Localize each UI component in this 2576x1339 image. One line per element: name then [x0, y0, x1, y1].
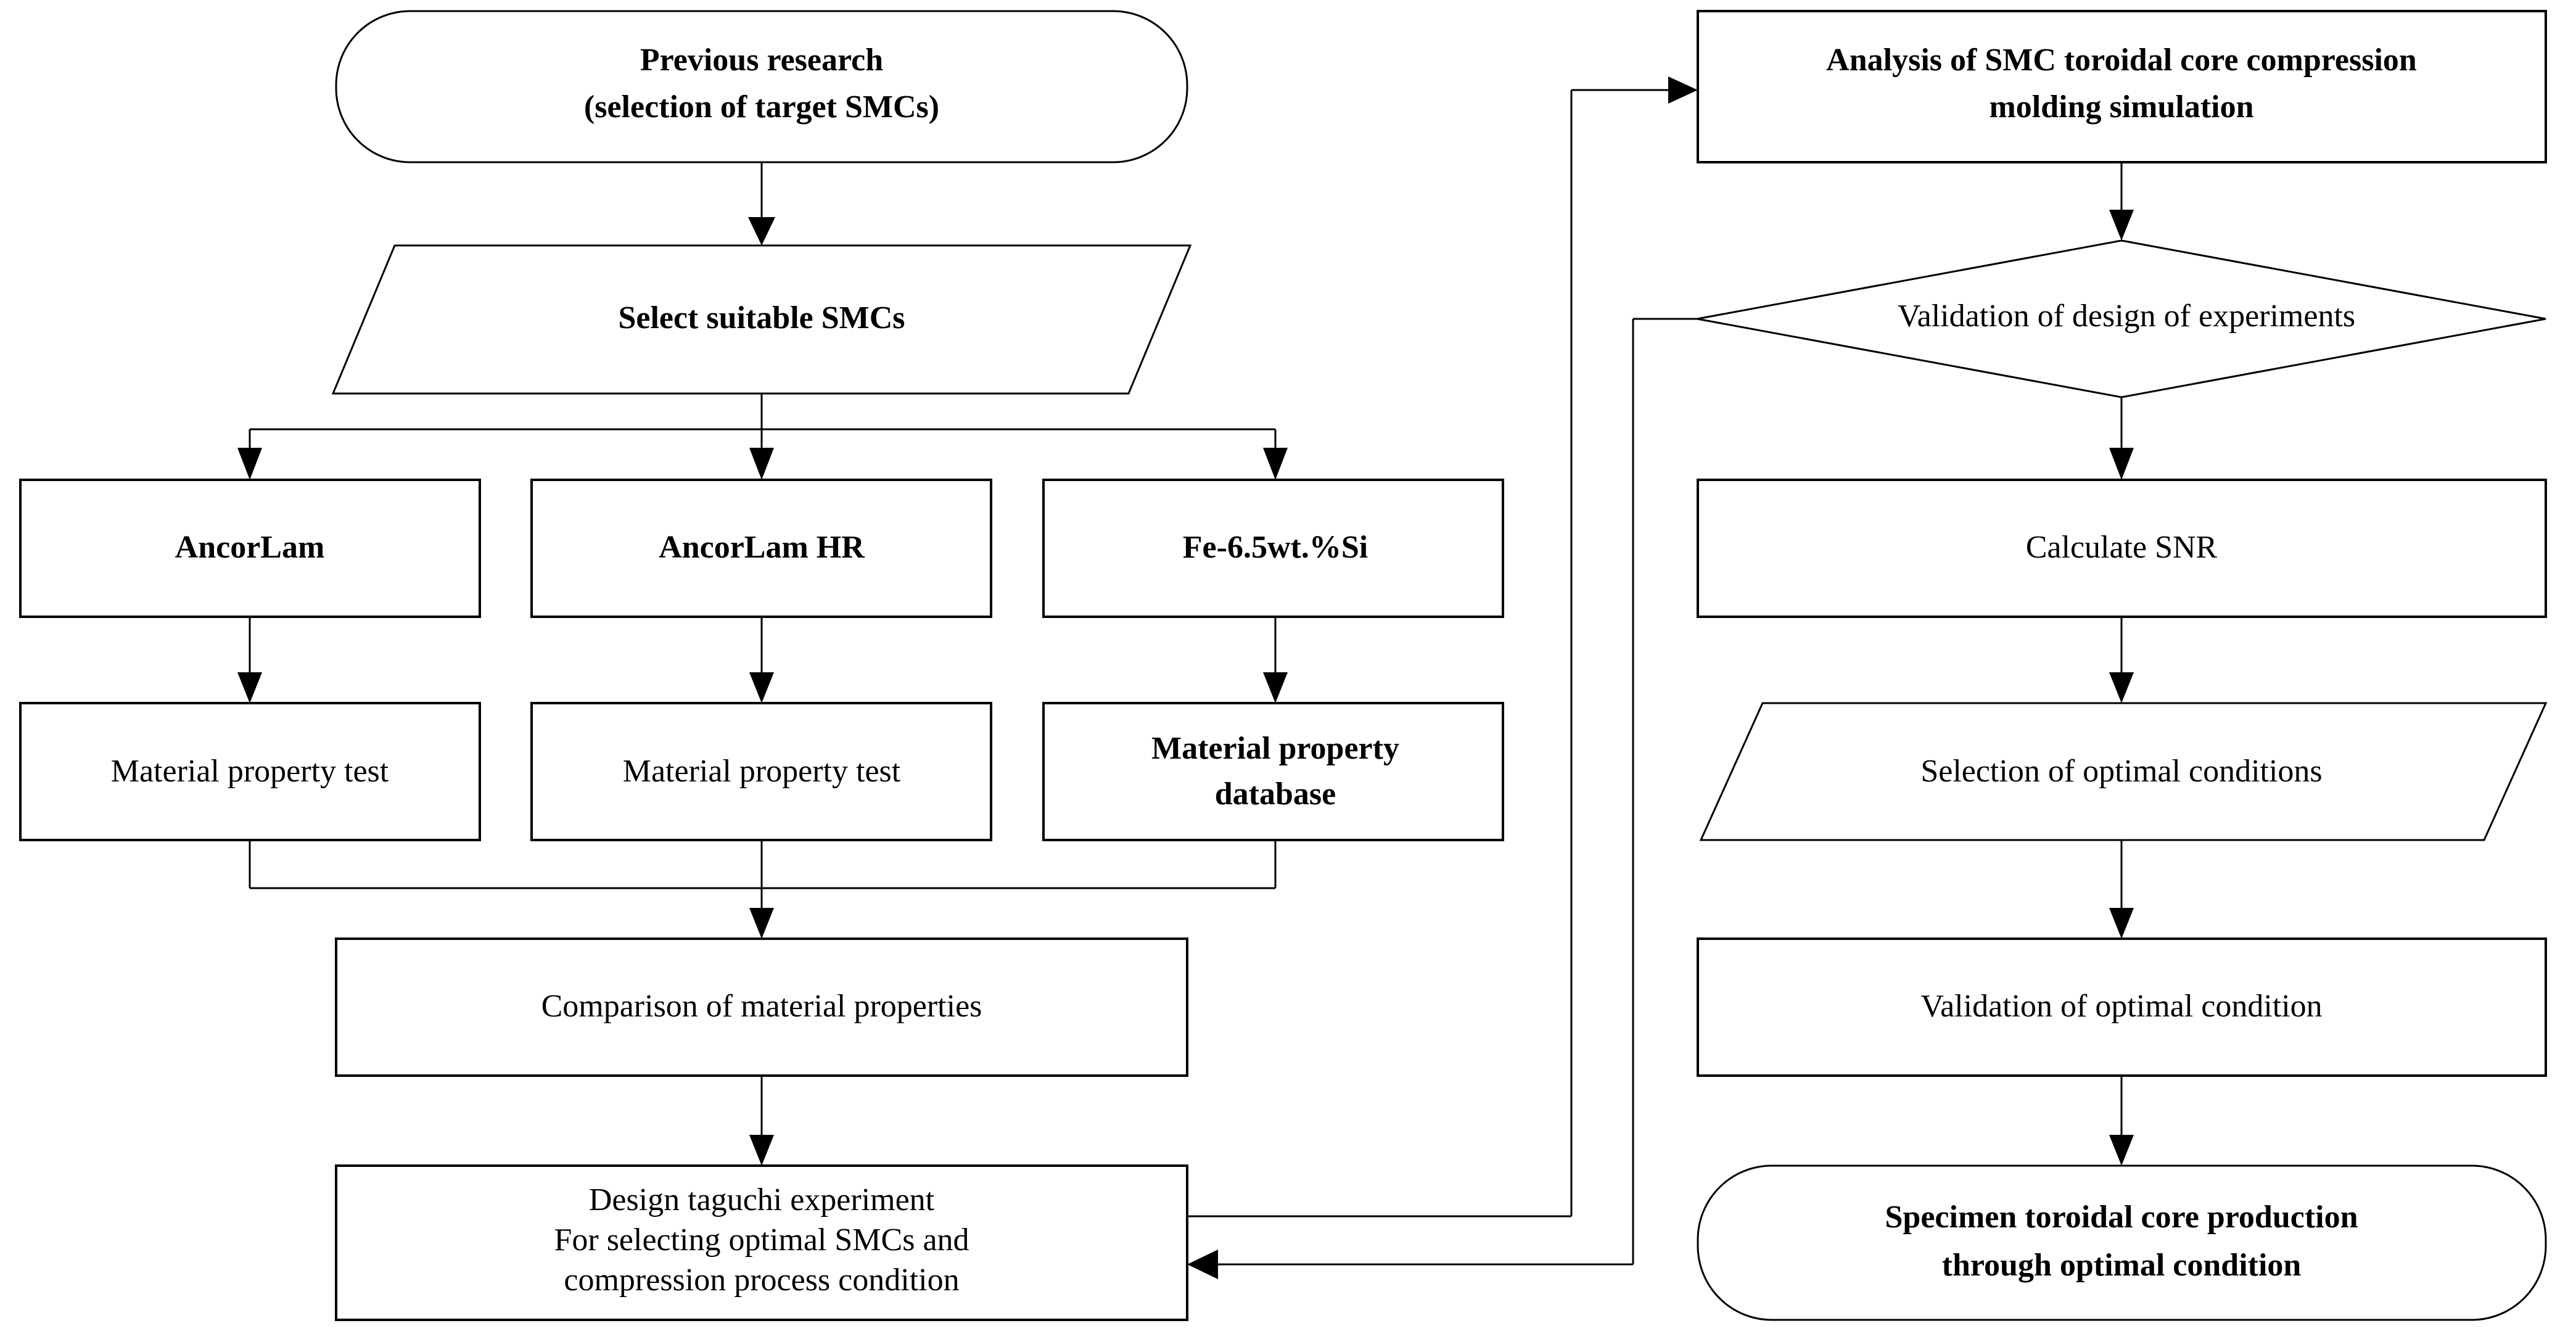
select-suitable-smcs-label: Select suitable SMCs: [618, 300, 905, 336]
validation-doe-label: Validation of design of experiments: [1898, 299, 2355, 334]
connector-previous-to-select: [748, 162, 775, 245]
design-taguchi-label-line2: For selecting optimal SMCs and: [554, 1222, 969, 1258]
node-ancorlam[interactable]: AncorLam: [19, 479, 481, 618]
material-property-database-shape: [1042, 702, 1504, 841]
connector-validation-opt-to-specimen: [2109, 1076, 2134, 1166]
node-design-taguchi-experiment[interactable]: Design taguchi experiment For selecting …: [335, 1164, 1188, 1321]
connector-merge-bus: [249, 840, 1277, 939]
previous-research-label-line1: Previous research: [640, 43, 883, 78]
connector-ancorlamhr-to-test2: [749, 617, 774, 703]
material-property-test-1-label: Material property test: [111, 754, 389, 789]
node-material-property-database[interactable]: Material property database: [1042, 702, 1504, 841]
connector-comparison-to-taguchi: [749, 1076, 774, 1166]
specimen-production-shape: [1697, 1164, 2547, 1321]
specimen-production-label-line2: through optimal condition: [1942, 1248, 2302, 1283]
node-material-property-test-2[interactable]: Material property test: [530, 702, 992, 841]
connector-snr-to-selection: [2109, 617, 2134, 703]
material-property-test-2-label: Material property test: [623, 754, 901, 789]
analysis-simulation-label-line1: Analysis of SMC toroidal core compressio…: [1826, 43, 2417, 78]
ancorlam-hr-label: AncorLam HR: [659, 530, 865, 565]
ancorlam-shape: [19, 479, 481, 618]
node-material-property-test-1[interactable]: Material property test: [19, 702, 481, 841]
design-taguchi-experiment-shape: [335, 1164, 1188, 1321]
node-comparison-material-properties[interactable]: Comparison of material properties: [335, 937, 1188, 1077]
connector-selection-to-validation-opt: [2109, 840, 2134, 939]
connector-ancorlam-to-test1: [237, 617, 262, 703]
connector-fesi-to-database: [1263, 617, 1288, 703]
material-property-database-label-line1: Material property: [1151, 731, 1399, 766]
connector-validation-to-snr: [2109, 397, 2134, 480]
ancorlam-label: AncorLam: [175, 530, 325, 565]
connector-validation-to-taguchi: [1187, 318, 1697, 1279]
node-select-suitable-smcs[interactable]: Select suitable SMCs: [331, 244, 1192, 395]
node-ancorlam-hr[interactable]: AncorLam HR: [530, 479, 992, 618]
node-validation-optimal-condition[interactable]: Validation of optimal condition: [1697, 937, 2547, 1077]
connector-split-bus: [237, 393, 1288, 480]
connector-analysis-to-validation: [2109, 162, 2134, 241]
calculate-snr-shape: [1697, 479, 2547, 618]
node-calculate-snr[interactable]: Calculate SNR: [1697, 479, 2547, 618]
connector-taguchi-to-analysis: [1187, 76, 1698, 1217]
select-suitable-smcs-shape: [331, 244, 1192, 395]
node-fe-65-wt-si[interactable]: Fe-6.5wt.%Si: [1042, 479, 1504, 618]
selection-optimal-conditions-label: Selection of optimal conditions: [1920, 754, 2322, 789]
previous-research-shape: [335, 10, 1188, 163]
design-taguchi-label-line1: Design taguchi experiment: [589, 1182, 935, 1217]
previous-research-label-line2: (selection of target SMCs): [584, 89, 939, 125]
validation-optimal-condition-shape: [1697, 937, 2547, 1077]
analysis-simulation-label-line2: molding simulation: [1989, 89, 2253, 125]
node-previous-research[interactable]: Previous research (selection of target S…: [335, 10, 1188, 163]
comparison-material-properties-label: Comparison of material properties: [541, 989, 982, 1024]
fe-65-wt-si-label: Fe-6.5wt.%Si: [1183, 530, 1368, 565]
node-analysis-simulation[interactable]: Analysis of SMC toroidal core compressio…: [1697, 10, 2547, 163]
design-taguchi-label-line3: compression process condition: [564, 1263, 959, 1298]
selection-optimal-conditions-shape: [1699, 702, 2548, 841]
node-specimen-production[interactable]: Specimen toroidal core production throug…: [1697, 1164, 2547, 1321]
fe-65-wt-si-shape: [1042, 479, 1504, 618]
comparison-material-properties-shape: [335, 937, 1188, 1077]
validation-optimal-condition-label: Validation of optimal condition: [1920, 989, 2322, 1024]
material-property-database-label-line2: database: [1215, 777, 1336, 812]
specimen-production-label-line1: Specimen toroidal core production: [1885, 1200, 2358, 1235]
ancorlam-hr-shape: [530, 479, 992, 618]
node-validation-design-of-experiments[interactable]: Validation of design of experiments: [1697, 239, 2546, 398]
calculate-snr-label: Calculate SNR: [2026, 530, 2218, 565]
node-selection-optimal-conditions[interactable]: Selection of optimal conditions: [1699, 702, 2548, 841]
material-property-test-2-shape: [530, 702, 992, 841]
analysis-simulation-shape: [1697, 10, 2547, 163]
